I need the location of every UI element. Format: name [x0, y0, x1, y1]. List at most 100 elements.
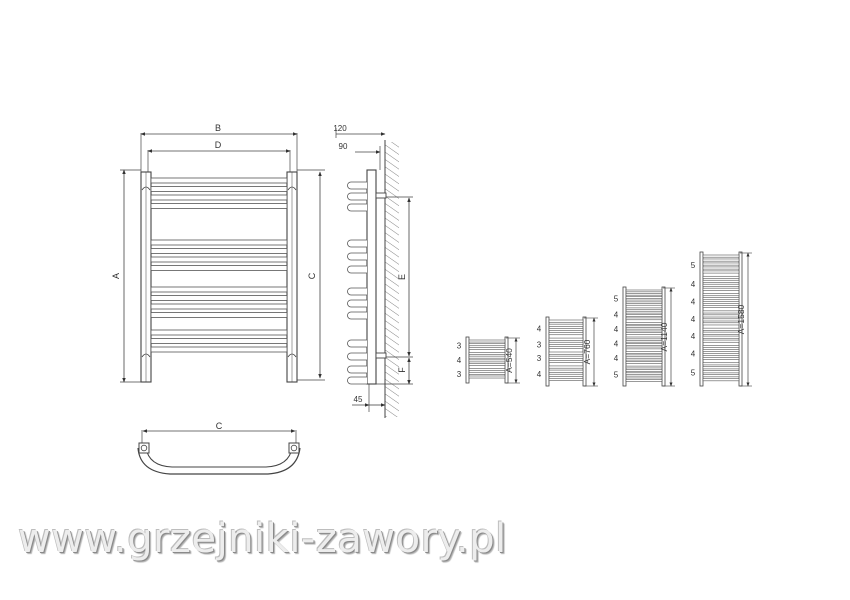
front-rail [150, 265, 288, 271]
variant-rail [702, 283, 740, 287]
variant-rail [548, 346, 584, 349]
variant-rail [625, 346, 663, 350]
top-rail-inner [145, 447, 293, 468]
variant-rail [625, 351, 663, 354]
top-label-c: C [216, 421, 223, 431]
side-label-90: 90 [339, 142, 348, 151]
variant-rail [625, 340, 663, 343]
front-rail [150, 186, 288, 192]
size-variants: 343A=5404334A=760544445A=11405444445A=15… [457, 251, 752, 387]
top-view [137, 429, 301, 475]
variant-rail [702, 297, 740, 301]
front-rails [150, 177, 288, 353]
variant-group-count: 4 [537, 324, 542, 333]
side-rail-ends [347, 181, 367, 385]
variant-rail [702, 262, 740, 266]
front-rail [150, 346, 288, 353]
variant-rail [468, 368, 506, 371]
variant-rail [702, 293, 740, 297]
variant-height-label: A=1580 [736, 304, 746, 334]
variant-rail [548, 365, 584, 369]
variant-rail [702, 305, 740, 308]
variant-rail [625, 299, 663, 303]
variant-rail [702, 258, 740, 262]
variant-post [622, 286, 627, 387]
side-rail-end [347, 311, 367, 320]
variant-rail [548, 373, 584, 377]
variant-rail [548, 378, 584, 381]
variant-rail [702, 270, 740, 274]
variant-rail [702, 331, 740, 335]
variant-rail [625, 379, 663, 382]
front-rail [150, 338, 288, 344]
variant-rail [625, 332, 663, 335]
front-label-a: A [111, 273, 121, 279]
front-rail [150, 295, 288, 301]
variant-rail [625, 336, 663, 340]
front-label-d: D [215, 140, 222, 150]
variant-rail [702, 254, 740, 258]
variant-rail [625, 289, 663, 293]
variant-group-count: 3 [457, 342, 462, 351]
variant-rail [702, 327, 740, 331]
variant-rail [468, 355, 506, 359]
variant-rail [625, 293, 663, 296]
front-rail [150, 177, 288, 184]
variant-rail [625, 369, 663, 372]
side-label-45: 45 [354, 395, 363, 404]
variant-rail [702, 353, 740, 356]
front-rail [150, 194, 288, 201]
variant-rail [468, 343, 506, 347]
variant-post [465, 336, 470, 384]
variant-group-count: 4 [691, 332, 696, 341]
front-rail [150, 303, 288, 310]
side-rail-end [347, 181, 367, 190]
variant-rail [625, 354, 663, 358]
variant-group-count: 4 [614, 354, 619, 363]
variant-rail [625, 328, 663, 332]
variant-group-count: 5 [614, 370, 619, 379]
variant-rail [702, 357, 740, 360]
variant-rail [468, 363, 506, 366]
side-rail-end [347, 339, 367, 348]
variant-rail [702, 279, 740, 283]
side-rail-end [347, 252, 367, 261]
variant-group-count: 4 [691, 298, 696, 307]
front-rail [150, 256, 288, 263]
side-rail-end [347, 265, 367, 274]
variant-rail [702, 345, 740, 348]
side-label-e: E [397, 274, 407, 280]
front-rail [150, 286, 288, 293]
variant-height-label: A=540 [504, 348, 514, 373]
variant-height-label: A=1140 [659, 322, 669, 351]
variant-rail [548, 323, 584, 327]
variant-rail [548, 369, 584, 373]
front-label-c: C [307, 272, 317, 279]
front-label-b: B [215, 123, 221, 133]
variant-rail [548, 360, 584, 363]
variant-rail [548, 337, 584, 341]
variant-group-count: 5 [691, 369, 696, 378]
side-post [366, 169, 377, 385]
variant-rail [468, 359, 506, 363]
variant-rail [548, 332, 584, 336]
variant-group-count: 4 [614, 340, 619, 349]
variant-post [545, 316, 550, 387]
wall-hatch [385, 142, 399, 417]
variant-rail [625, 307, 663, 311]
variant-rail [625, 361, 663, 364]
variant-rail [548, 328, 584, 331]
side-rail-end [347, 239, 367, 248]
variant-group-count: 4 [537, 370, 542, 379]
variant-rail [625, 310, 663, 314]
variant-rail [468, 339, 506, 343]
variant-rail [625, 343, 663, 346]
variant-rail [468, 347, 506, 350]
front-rail [150, 248, 288, 254]
variant-rail [625, 325, 663, 328]
variant-rail [702, 374, 740, 378]
side-view [335, 128, 413, 418]
